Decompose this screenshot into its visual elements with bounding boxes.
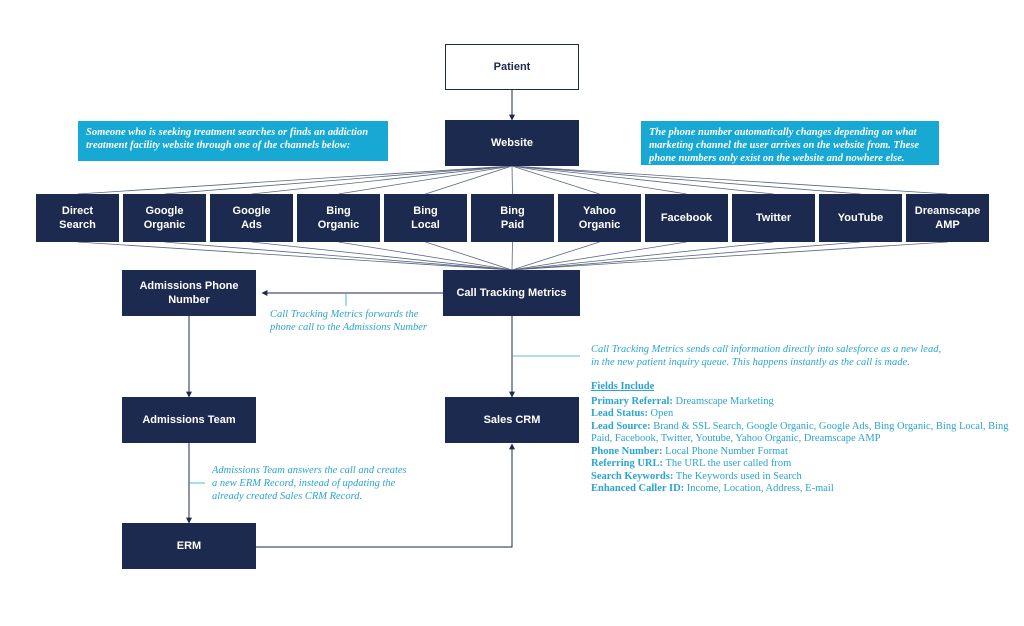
field-key: Search Keywords:: [591, 470, 674, 482]
channel-to-ctm-line: [425, 241, 513, 271]
channel-box: Yahoo Organic: [558, 194, 641, 242]
field-value: The Keywords used in Search: [673, 470, 802, 482]
channel-to-ctm-line: [511, 241, 861, 271]
field-key: Lead Source:: [591, 420, 651, 432]
fields-header: Fields Include: [591, 381, 655, 392]
website-to-channel-line: [251, 165, 513, 195]
website-to-channel-line: [511, 165, 600, 195]
field-value: Dreamscape Marketing: [672, 395, 774, 407]
channel-to-ctm-line: [511, 241, 513, 271]
channel-to-ctm-line: [338, 241, 513, 271]
field-row: Phone Number: Local Phone Number Format: [591, 446, 1011, 459]
channel-box: Bing Local: [384, 194, 467, 242]
channel-to-ctm-line: [511, 241, 687, 271]
sends-note: Call Tracking Metrics sends call informa…: [591, 344, 942, 368]
field-value: Income, Location, Address, E-mail: [684, 483, 834, 494]
channel-to-ctm-line: [511, 241, 948, 271]
channel-box: Dreamscape AMP: [906, 194, 989, 242]
field-value: Open: [647, 408, 674, 419]
field-row: Enhanced Caller ID: Income, Location, Ad…: [591, 483, 1011, 496]
website-to-channel-line: [511, 165, 948, 195]
field-row: Lead Status: Open: [591, 408, 1011, 421]
channel-box: Twitter: [732, 194, 815, 242]
website-to-channel-line: [511, 165, 861, 195]
admissions-team-box: Admissions Team: [122, 397, 256, 443]
website-to-channel-line: [511, 165, 687, 195]
answers-note: Admissions Team answers the call and cre…: [212, 465, 407, 502]
field-key: Lead Status:: [591, 408, 648, 419]
field-key: Enhanced Caller ID:: [591, 483, 685, 494]
sales-crm-box: Sales CRM: [445, 397, 579, 443]
website-to-channel-line: [77, 165, 513, 195]
channel-box: Google Ads: [210, 194, 293, 242]
channel-box: Bing Paid: [471, 194, 554, 242]
field-value: Brand & SSL Search, Google Organic, Goog…: [591, 420, 1009, 445]
channel-to-ctm-line: [251, 241, 513, 271]
field-value: Local Phone Number Format: [662, 445, 788, 457]
admissions-phone-number-box: Admissions Phone Number: [122, 270, 256, 316]
channel-box: Direct Search: [36, 194, 119, 242]
forwards-note: Call Tracking Metrics forwards the phone…: [270, 309, 428, 333]
erm-to-sales-crm-arrow: [255, 443, 515, 548]
channel-to-ctm-line: [77, 241, 513, 271]
channel-to-ctm-line: [511, 241, 774, 271]
channel-box: Bing Organic: [297, 194, 380, 242]
website-to-channel-line: [511, 165, 774, 195]
website-to-channel-line: [511, 165, 513, 195]
field-row: Lead Source: Brand & SSL Search, Google …: [591, 421, 1011, 446]
channel-to-ctm-line: [164, 241, 513, 271]
channel-box: YouTube: [819, 194, 902, 242]
field-row: Primary Referral: Dreamscape Marketing: [591, 396, 1011, 409]
field-key: Referring URL:: [591, 458, 664, 469]
channel-to-ctm-line: [511, 241, 600, 271]
fields-list: Fields Include Primary Referral: Dreamsc…: [591, 381, 1011, 496]
field-row: Search Keywords: The Keywords used in Se…: [591, 471, 1011, 484]
erm-box: ERM: [122, 523, 256, 569]
field-key: Primary Referral:: [591, 395, 673, 407]
website-to-channel-line: [425, 165, 513, 195]
call-tracking-metrics-box: Call Tracking Metrics: [443, 270, 580, 316]
channel-box: Facebook: [645, 194, 728, 242]
field-value: The URL the user called from: [663, 458, 792, 469]
website-to-channel-line: [338, 165, 513, 195]
channel-box: Google Organic: [123, 194, 206, 242]
website-to-channel-line: [164, 165, 513, 195]
website-box: Website: [445, 120, 579, 166]
patient-box: Patient: [445, 44, 579, 90]
field-row: Referring URL: The URL the user called f…: [591, 458, 1011, 471]
phone-number-note: The phone number automatically changes d…: [641, 121, 939, 165]
channels-intro-note: Someone who is seeking treatment searche…: [78, 121, 388, 161]
field-key: Phone Number:: [591, 445, 663, 457]
